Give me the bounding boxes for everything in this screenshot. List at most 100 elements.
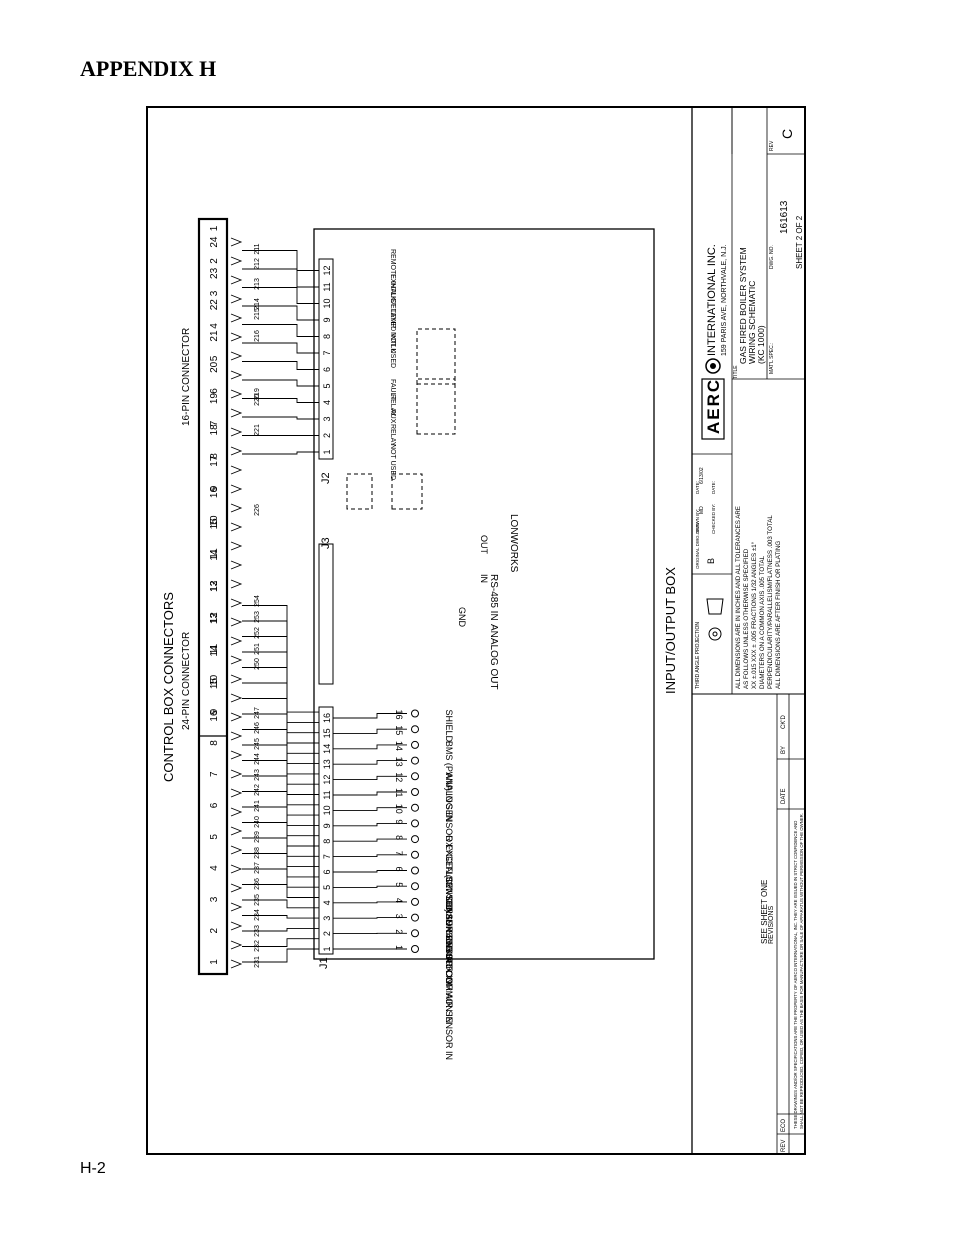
chevron bbox=[230, 712, 243, 722]
pin-16-6: 6 bbox=[209, 388, 220, 394]
pin-24-5: 5 bbox=[209, 834, 220, 840]
terminal-12 bbox=[411, 772, 419, 781]
chevron bbox=[230, 807, 243, 817]
date-label: DATE: bbox=[695, 481, 700, 494]
pin-24-18: 18 bbox=[209, 424, 220, 436]
chevron bbox=[230, 503, 243, 513]
pin-24-20: 20 bbox=[209, 361, 220, 373]
wire-line bbox=[333, 870, 407, 873]
j2-pin-2: 2 bbox=[322, 433, 332, 438]
terminal-2 bbox=[411, 929, 419, 938]
terminal-15 bbox=[411, 725, 419, 734]
chevron bbox=[230, 427, 243, 437]
lonworks-in-label: IN bbox=[479, 574, 489, 583]
title-block bbox=[691, 106, 806, 1155]
j1-pin-14: 14 bbox=[322, 744, 332, 754]
chevron bbox=[230, 313, 243, 323]
wire-line bbox=[333, 822, 407, 827]
tolerance-line: XX ±.015 XXX ± .005 FRACTIONS 1/32 ANGLE… bbox=[751, 541, 758, 689]
wire-line bbox=[333, 744, 407, 750]
wire-line bbox=[242, 416, 319, 420]
j1-pin-8: 8 bbox=[322, 839, 332, 844]
chevron bbox=[230, 655, 243, 665]
j1-pin-13: 13 bbox=[322, 759, 332, 769]
wire-line bbox=[242, 287, 319, 304]
terminal-3 bbox=[411, 913, 419, 922]
relay-label: NOT USED bbox=[389, 444, 396, 480]
j2-pin-3: 3 bbox=[322, 416, 332, 421]
terminal-num-14: 14 bbox=[394, 741, 404, 751]
title-line-3: (KC 1000) bbox=[756, 325, 766, 364]
j1-pin-2: 2 bbox=[322, 931, 332, 936]
terminal-label-4: CO SENSOR IN bbox=[444, 898, 454, 964]
wire-239: 239 bbox=[254, 831, 261, 843]
appendix-heading: APPENDIX H bbox=[80, 56, 217, 81]
wire-242: 242 bbox=[254, 784, 261, 796]
wire-241: 241 bbox=[254, 800, 261, 812]
j1-pin-1: 1 bbox=[322, 946, 332, 951]
wire-line bbox=[242, 379, 319, 387]
j1-pin-16: 16 bbox=[322, 713, 332, 723]
wire-246: 246 bbox=[254, 722, 261, 734]
matl-spec: MAT'L SPEC.: bbox=[769, 342, 775, 374]
j3-label: J3 bbox=[320, 537, 332, 549]
wire-line bbox=[242, 915, 319, 919]
pin-24-8: 8 bbox=[209, 740, 220, 746]
wire-line bbox=[242, 268, 319, 288]
terminal-num-16: 16 bbox=[394, 710, 404, 720]
wire-234: 234 bbox=[254, 909, 261, 921]
chevron bbox=[230, 237, 243, 247]
wire-250: 250 bbox=[254, 658, 261, 670]
relay-label: FAULT bbox=[389, 379, 396, 401]
company-name: INTERNATIONAL INC. bbox=[706, 244, 718, 356]
terminal-num-15: 15 bbox=[394, 725, 404, 735]
terminal-4 bbox=[411, 897, 419, 906]
rev-col: REV bbox=[781, 1140, 787, 1152]
wire-line bbox=[242, 398, 319, 403]
terminal-label-10: SENSOR EXCIT. (12 VDC) bbox=[444, 804, 454, 913]
pin-24-16: 16 bbox=[209, 487, 220, 499]
terminal-num-8: 8 bbox=[394, 835, 404, 840]
terminal-num-9: 9 bbox=[394, 819, 404, 824]
j1-pin-3: 3 bbox=[322, 916, 332, 921]
see-sheet-one: SEE SHEET ONE bbox=[760, 880, 769, 944]
j1-pin-12: 12 bbox=[322, 775, 332, 785]
chevron bbox=[230, 921, 243, 931]
chevron bbox=[230, 560, 243, 570]
j1-pin-15: 15 bbox=[322, 728, 332, 738]
lonworks-label: LONWORKS bbox=[508, 514, 519, 573]
wire-line bbox=[242, 899, 319, 909]
terminal-num-1: 1 bbox=[394, 945, 404, 950]
j1-pin-6: 6 bbox=[322, 869, 332, 874]
terminal-num-4: 4 bbox=[394, 898, 404, 903]
pin-16-5: 5 bbox=[209, 355, 220, 361]
wire-line bbox=[333, 807, 407, 811]
drawn-by: MD bbox=[699, 506, 705, 514]
pin-16-8: 8 bbox=[209, 453, 220, 459]
io-box-title: INPUT/OUTPUT BOX bbox=[663, 567, 678, 694]
j2-pin-8: 8 bbox=[322, 334, 332, 339]
wire-line bbox=[242, 927, 319, 932]
rotated-drawing: CONTROL BOX CONNECTORS 24-PIN CONNECTOR … bbox=[161, 106, 806, 1155]
terminal-label-2: SENSOR COMMON IN bbox=[444, 929, 454, 1023]
terminal-label-6: FLOW SENSOR IN bbox=[444, 867, 454, 945]
title-label: TITLE bbox=[733, 365, 739, 379]
by-col: BY bbox=[781, 746, 787, 754]
terminal-6 bbox=[411, 866, 419, 875]
terminal-label-16: SHIELD bbox=[444, 710, 454, 743]
tolerance-line: DIAMETERS ON A COMMON AXIS .005 TOTAL bbox=[759, 555, 766, 689]
terminal-num-10: 10 bbox=[394, 804, 404, 814]
wire-line bbox=[242, 451, 319, 455]
chevron bbox=[230, 959, 243, 969]
chevron bbox=[230, 370, 243, 380]
analog-out-label: ANALOG OUT bbox=[488, 624, 499, 690]
terminal-num-6: 6 bbox=[394, 867, 404, 872]
j1-pin-4: 4 bbox=[322, 900, 332, 905]
chevron bbox=[230, 598, 243, 608]
chevron bbox=[230, 275, 243, 285]
wire-240: 240 bbox=[254, 816, 261, 828]
wire-line bbox=[242, 884, 319, 898]
pin-24-19: 19 bbox=[209, 393, 220, 405]
